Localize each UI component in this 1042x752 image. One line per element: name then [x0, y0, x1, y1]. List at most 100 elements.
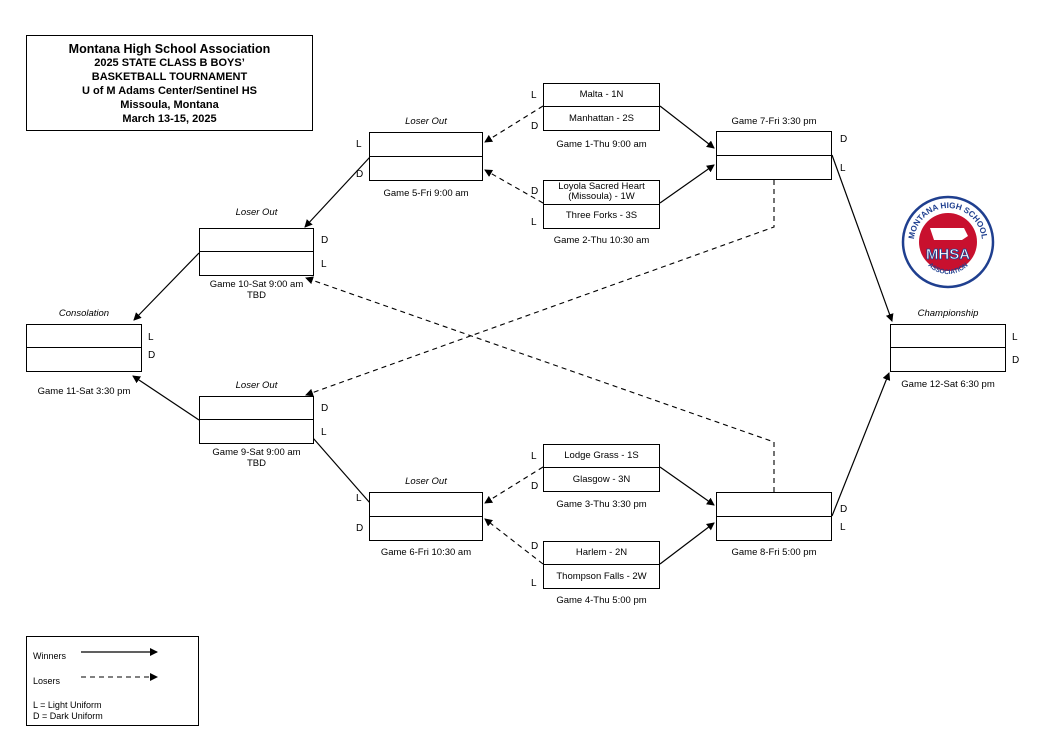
game-2-caption: Game 2-Thu 10:30 am	[553, 235, 650, 246]
winner-line-g1	[659, 105, 715, 149]
uniform-label: L	[840, 163, 846, 174]
game-5-box	[369, 132, 483, 181]
team-slot: Loyola Sacred Heart (Missoula) - 1W	[544, 181, 659, 205]
winner-line-g6	[305, 429, 371, 504]
uniform-label: D	[531, 481, 539, 492]
uniform-label: L	[531, 578, 537, 589]
game-5-label: Loser Out	[405, 116, 447, 127]
uniform-label: D	[531, 186, 539, 197]
uniform-label: L	[840, 522, 846, 533]
game-11-label: Consolation	[58, 308, 110, 319]
team-slot: Malta - 1N	[544, 84, 659, 107]
winner-line-g8	[831, 372, 891, 517]
game-7-box	[716, 131, 832, 180]
game-4-caption: Game 4-Thu 5:00 pm	[556, 595, 647, 606]
game-11-box	[26, 324, 142, 372]
game-6-label: Loser Out	[405, 476, 447, 487]
winner-line-g9	[132, 375, 200, 421]
game-2-box: Loyola Sacred Heart (Missoula) - 1W Thre…	[543, 180, 660, 229]
legend-arrows	[81, 648, 158, 681]
uniform-label: L	[148, 332, 154, 343]
uniform-label: L	[321, 259, 327, 270]
uniform-label: D	[531, 541, 539, 552]
winner-line-g10	[133, 252, 200, 321]
team-slot	[717, 132, 831, 156]
team-slot: Manhattan - 2S	[569, 112, 634, 124]
legend-dark: D = Dark Uniform	[33, 711, 103, 721]
game-10-tbd: TBD	[247, 290, 266, 301]
game-12-caption: Game 12-Sat 6:30 pm	[901, 379, 995, 390]
team-slot	[717, 493, 831, 517]
game-3-caption: Game 3-Thu 3:30 pm	[556, 499, 647, 510]
game-8-box	[716, 492, 832, 541]
team-slot: Three Forks - 3S	[565, 210, 638, 222]
game-12-label: Championship	[917, 308, 979, 319]
game-6-caption: Game 6-Fri 10:30 am	[380, 547, 472, 558]
uniform-label: D	[356, 523, 364, 534]
legend-losers: Losers	[33, 676, 61, 686]
team-slot: Glasgow - 3N	[572, 473, 631, 485]
uniform-label: D	[531, 121, 539, 132]
uniform-label: D	[148, 350, 156, 361]
team-slot	[200, 397, 313, 420]
title-line-4: U of M Adams Center/Sentinel HS	[81, 85, 257, 97]
uniform-label: D	[321, 235, 329, 246]
team-slot	[370, 493, 482, 517]
game-4-box: Harlem - 2N Thompson Falls - 2W	[543, 541, 660, 589]
loser-line-g3	[484, 466, 544, 504]
loser-line-g1	[484, 105, 544, 143]
winner-line-g3	[659, 466, 715, 506]
uniform-label: D	[840, 504, 848, 515]
team-slot	[27, 325, 141, 348]
uniform-label: L	[531, 451, 537, 462]
title-line-5: Missoula, Montana	[120, 99, 219, 111]
logo-abbr: MHSA	[926, 246, 970, 263]
uniform-label: L	[321, 427, 327, 438]
loser-line-g2	[484, 169, 544, 204]
team-slot	[370, 157, 482, 181]
uniform-label: D	[840, 134, 848, 145]
game-1-box: Malta - 1N Manhattan - 2S	[543, 83, 660, 131]
uniform-label: L	[531, 217, 537, 228]
team-slot: Harlem - 2N	[544, 542, 659, 565]
title-line-1: Montana High School Association	[68, 42, 271, 56]
team-slot: Lodge Grass - 1S	[544, 445, 659, 468]
loser-line-g8	[305, 276, 775, 492]
uniform-label: L	[356, 493, 362, 504]
winner-line-g4	[659, 522, 715, 565]
uniform-label: D	[1012, 355, 1020, 366]
loser-line-g7	[305, 180, 775, 397]
team-slot	[200, 229, 313, 252]
game-5-caption: Game 5-Fri 9:00 am	[383, 188, 469, 199]
legend-box: Winners Losers L = Light Uniform D = Dar…	[26, 636, 199, 726]
winner-line-g7	[831, 154, 894, 322]
mhsa-logo: MONTANA HIGH SCHOOL ASSOCIATION MHSA	[901, 195, 995, 289]
game-1-caption: Game 1-Thu 9:00 am	[556, 139, 647, 150]
winner-line-g2	[659, 164, 715, 204]
winner-line-g5	[304, 156, 371, 228]
legend-light: L = Light Uniform	[33, 700, 102, 710]
game-3-box: Lodge Grass - 1S Glasgow - 3N	[543, 444, 660, 492]
game-11-caption: Game 11-Sat 3:30 pm	[37, 386, 131, 397]
team-slot	[717, 156, 831, 180]
game-10-label: Loser Out	[235, 207, 278, 218]
legend-winners: Winners	[33, 651, 67, 661]
title-line-2: 2025 STATE CLASS B BOYS’	[94, 57, 245, 69]
team-slot: Thompson Falls - 2W	[556, 570, 647, 582]
loser-line-g4	[484, 518, 544, 565]
team-slot	[891, 325, 1005, 348]
tournament-title-box: Montana High School Association 2025 STA…	[26, 35, 313, 131]
game-10-box	[199, 228, 314, 276]
game-6-box	[369, 492, 483, 541]
game-9-label: Loser Out	[235, 380, 278, 391]
team-slot	[200, 252, 313, 275]
game-8-caption: Game 8-Fri 5:00 pm	[731, 547, 817, 558]
team-slot	[370, 133, 482, 157]
uniform-label: L	[356, 139, 362, 150]
game-10-caption: Game 10-Sat 9:00 am	[209, 279, 304, 290]
title-line-6: March 13-15, 2025	[122, 113, 217, 125]
game-7-caption: Game 7-Fri 3:30 pm	[731, 116, 817, 127]
game-9-tbd: TBD	[247, 458, 266, 469]
team-slot	[200, 420, 313, 443]
